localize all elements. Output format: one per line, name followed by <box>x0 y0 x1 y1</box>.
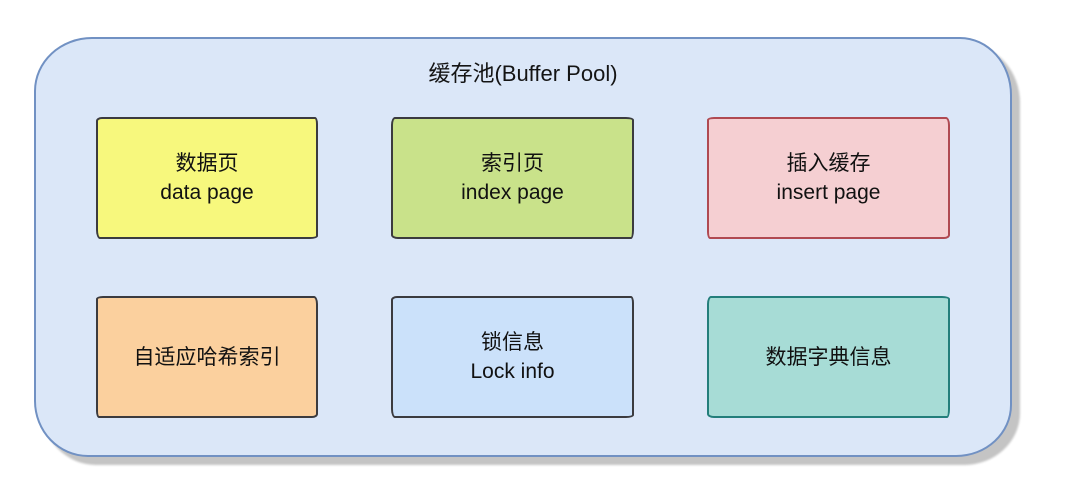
row-bottom: 自适应哈希索引 锁信息 Lock info 数据字典信息 <box>96 296 950 418</box>
box-index-page-label-en: index page <box>461 181 564 204</box>
row-top: 数据页 data page 索引页 index page 插入缓存 insert… <box>96 117 950 239</box>
box-data-dictionary-info-label-zh: 数据字典信息 <box>765 345 892 369</box>
box-data-page-label-zh: 数据页 <box>175 152 239 175</box>
box-insert-page: 插入缓存 insert page <box>707 117 950 239</box>
box-insert-page-label-en: insert page <box>776 181 881 204</box>
box-insert-page-label-zh: 插入缓存 <box>786 152 871 175</box>
box-adaptive-hash-index-label-zh: 自适应哈希索引 <box>133 345 281 369</box>
box-lock-info-label-zh: 锁信息 <box>481 331 544 354</box>
box-data-page: 数据页 data page <box>96 117 318 239</box>
buffer-pool-title: 缓存池(Buffer Pool) <box>428 61 618 86</box>
box-index-page: 索引页 index page <box>391 117 634 239</box>
box-data-dictionary-info: 数据字典信息 <box>707 296 950 418</box>
box-lock-info: 锁信息 Lock info <box>391 296 634 418</box>
box-data-page-label-en: data page <box>160 181 254 204</box>
box-lock-info-label-en: Lock info <box>470 360 555 383</box>
buffer-pool-container: 缓存池(Buffer Pool) 数据页 data page 索引页 index… <box>34 37 1012 457</box>
box-index-page-label-zh: 索引页 <box>481 152 544 175</box>
box-adaptive-hash-index: 自适应哈希索引 <box>96 296 318 418</box>
